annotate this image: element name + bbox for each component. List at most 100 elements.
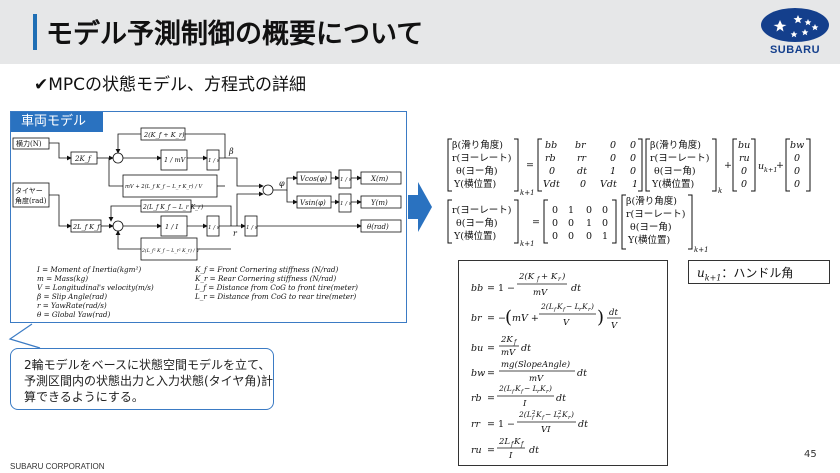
vector-b-cell: bu	[738, 140, 750, 151]
legend-item: L_r = Distance from CoG to rear tire(met…	[195, 292, 357, 301]
matrix-a-cell: bb	[545, 140, 557, 151]
legend-item: I = Moment of Inertia(kgm²)	[37, 265, 142, 274]
state-var: Y(横位置)	[453, 178, 496, 190]
svg-text:+: +	[724, 160, 732, 171]
label-beta: β	[228, 147, 234, 156]
svg-text:r: r	[537, 389, 540, 395]
svg-text:f: f	[541, 415, 545, 421]
callout-text: 2輪モデルをベースに状態空間モデルを立て、予測区間内の状態出力と入力状態(タイヤ…	[24, 358, 274, 404]
coef-bb: bb	[471, 283, 483, 294]
svg-text:dt: dt	[609, 308, 618, 318]
vehicle-model-tab: 車両モデル	[11, 112, 103, 132]
svg-text:r: r	[558, 415, 561, 421]
svg-text:2L: 2L	[498, 437, 510, 447]
matrix-c-cell: 1	[586, 218, 592, 229]
svg-text:f: f	[562, 307, 566, 313]
matrix-c: 0 1 0 0 0 0 1 0 0 0 0 1	[552, 205, 608, 242]
block-2kf: 2K_f	[74, 155, 92, 163]
svg-text:): )	[597, 307, 604, 328]
coef-bu: bu	[471, 343, 483, 354]
title-accent-bar	[33, 14, 37, 50]
block-lf2: 2(L_f² K_f − L_r² K_r) / V	[141, 247, 200, 254]
svg-text:− L: − L	[524, 384, 538, 393]
vector-w-cell: bw	[790, 140, 804, 151]
coef-bw: bw	[471, 368, 485, 379]
svg-text:=: =	[532, 217, 540, 228]
svg-text:dt: dt	[529, 445, 539, 456]
input-lateral-force: 横力(N)	[16, 139, 42, 148]
matrix-c-cell: 0	[568, 218, 574, 229]
input-note-text: ：ハンドル角	[721, 266, 794, 280]
logo-text: SUBARU	[769, 44, 821, 56]
matrix-c-cell: 0	[552, 231, 558, 242]
input-tire-angle-2: 角度(rad)	[15, 196, 47, 205]
svg-text:dt: dt	[521, 343, 531, 354]
legend-item: K_r = Rear Cornering stiffness (N/rad)	[195, 274, 337, 283]
svg-text:2(L: 2(L	[518, 410, 532, 419]
matrix-a-cell: rr	[577, 153, 588, 164]
matrix-c-cell: 1	[602, 231, 608, 242]
svg-text:= 1 −: = 1 −	[487, 419, 515, 430]
svg-text:I: I	[508, 451, 513, 461]
svg-text:mV: mV	[501, 348, 516, 358]
svg-text:): )	[570, 410, 574, 419]
block-1-s-y: 1 / s	[340, 201, 352, 207]
footer-company: SUBARU CORPORATION	[10, 462, 105, 471]
vector-b-cell: ru	[739, 153, 750, 164]
label-phi: φ	[279, 179, 285, 188]
block-1-s-top: 1 / s	[208, 158, 220, 164]
coef-br: br	[471, 313, 483, 324]
subaru-logo-icon	[761, 8, 829, 42]
svg-text:mg(SlopeAngle): mg(SlopeAngle)	[501, 359, 570, 370]
matrix-a-cell: Vdt	[543, 179, 560, 190]
matrix-a-cell: 0	[580, 179, 586, 190]
page-number: 45	[804, 449, 817, 460]
svg-text:): )	[561, 271, 565, 282]
state-var: r(ヨーレート)	[650, 153, 709, 164]
svg-text:r: r	[568, 415, 571, 421]
vector-w-cell: 0	[794, 166, 800, 177]
coef-ru: ru	[471, 445, 482, 456]
legend-item: K_f = Front Cornering stiffness (N/rad)	[195, 265, 339, 274]
state-var: θ(ヨー角)	[456, 165, 498, 177]
svg-text:r: r	[558, 276, 562, 283]
matrix-c-cell: 0	[552, 218, 558, 229]
svg-text:V: V	[611, 321, 618, 331]
svg-text:f: f	[520, 389, 524, 395]
svg-text:K: K	[539, 384, 546, 393]
svg-text:r: r	[588, 307, 591, 313]
subscript-k1: k+1	[694, 246, 709, 254]
svg-text:f: f	[510, 441, 515, 448]
svg-text:K: K	[581, 302, 588, 311]
svg-text:): )	[548, 384, 552, 393]
input-note-box: uk+1：ハンドル角	[688, 260, 830, 284]
matrix-a-cell: rb	[545, 153, 556, 164]
svg-text:2(L: 2(L	[498, 384, 512, 393]
state-var: θ(ヨー角)	[654, 165, 696, 177]
state-var: r(ヨーレート)	[452, 153, 511, 164]
svg-text:f: f	[553, 307, 557, 313]
legend-item: r = YawRate(rad/s)	[37, 301, 107, 310]
svg-text:=: =	[526, 160, 534, 171]
svg-text:=: =	[487, 368, 495, 379]
matrix-a-cell: 0	[630, 153, 636, 164]
block-1-i: 1 / I	[165, 223, 178, 231]
matrix-a-cell: 0	[630, 166, 636, 177]
svg-text:= 1 −: = 1 −	[487, 283, 515, 294]
svg-text:r: r	[546, 389, 549, 395]
slide-title: モデル予測制御の概要について	[46, 19, 424, 50]
svg-text:mV: mV	[533, 288, 548, 298]
subscript-k1: k+1	[520, 189, 535, 197]
input-u: u	[758, 161, 764, 172]
svg-text:K: K	[513, 437, 521, 447]
matrix-a-cell: 0	[610, 140, 616, 151]
legend-item: m = Mass(kg)	[37, 274, 88, 283]
block-vsin: Vsin(φ)	[300, 199, 326, 207]
svg-text:=: =	[487, 393, 495, 404]
legend-item: θ = Global Yaw(rad)	[37, 310, 111, 319]
subaru-logo: SUBARU	[758, 6, 832, 58]
block-lfkf-lrkr: 2(L_f K_f − L_r K_r)	[142, 204, 204, 211]
svg-text:I: I	[522, 399, 527, 409]
subscript-k: k	[718, 187, 722, 195]
